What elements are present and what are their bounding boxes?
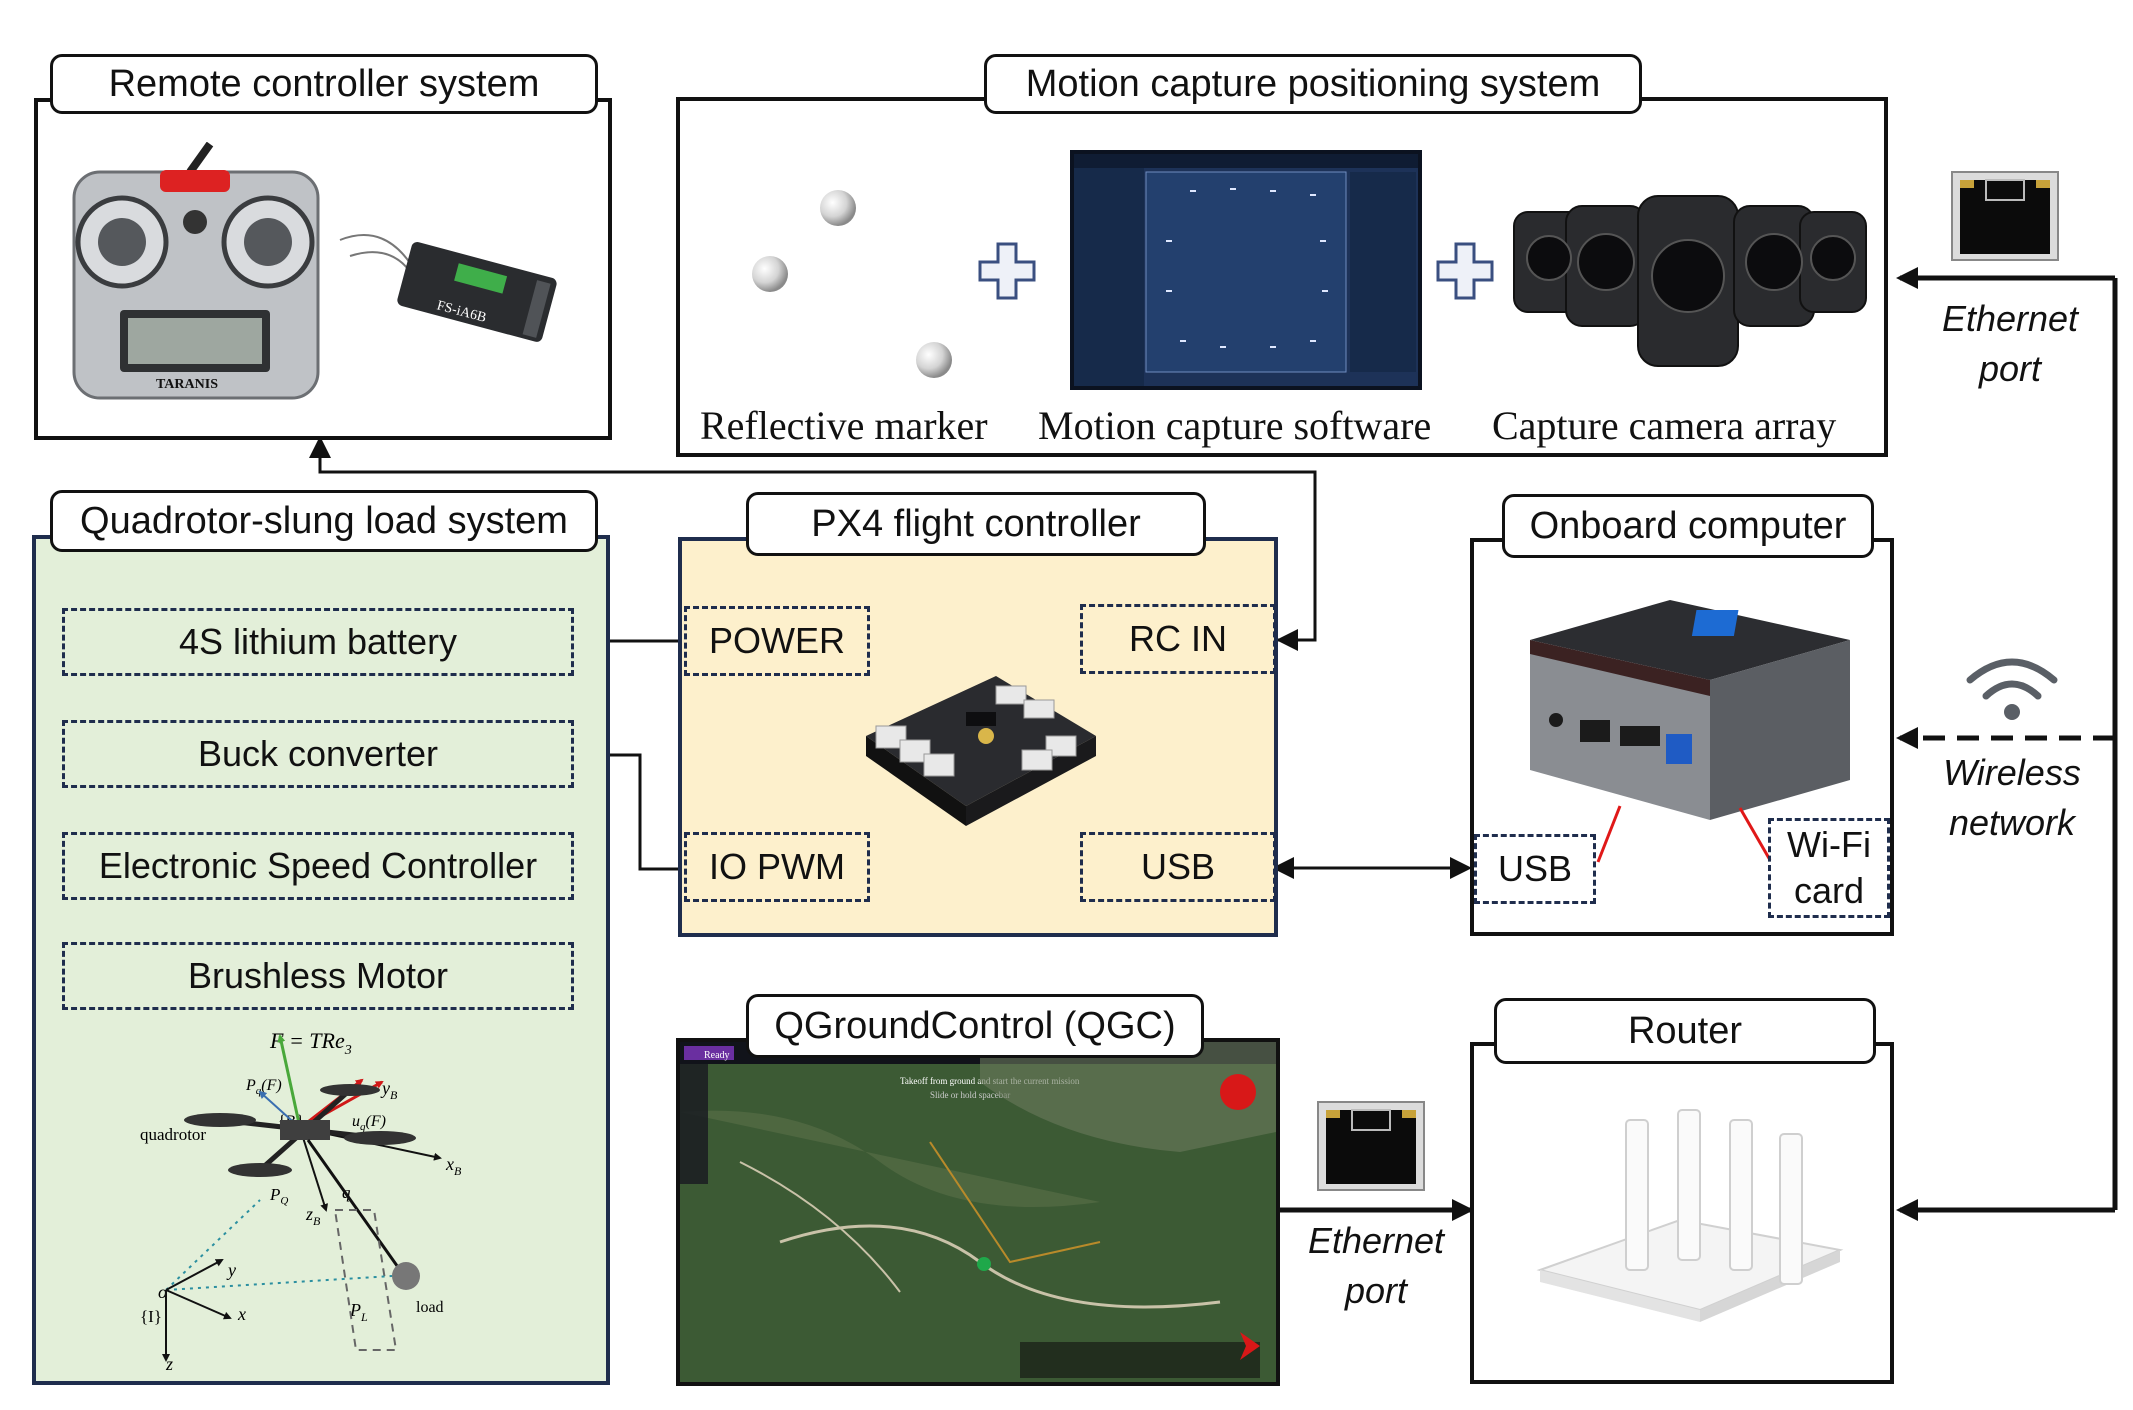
caption-mocap-software: Motion capture software [1038, 403, 1432, 448]
qgc-status: Ready [704, 1050, 730, 1061]
transmitter-brand: TARANIS [156, 377, 218, 392]
router-title: Router [1494, 998, 1876, 1064]
quadrotor-load-diagram: F = TRe3 Pq(F) uq(F) yB xB zB {B} quadro… [140, 1028, 462, 1374]
plus-icon [1436, 242, 1494, 300]
wifi-card-label: Wi-Fi card [1787, 824, 1871, 911]
reflective-marker-image [752, 190, 952, 378]
uq-label: uq(F) [352, 1113, 386, 1133]
pq-point-label: PQ [269, 1185, 288, 1207]
yb-label: yB [380, 1078, 398, 1102]
camera-array-image [1513, 195, 1867, 367]
caption-reflective-marker: Reflective marker [700, 403, 988, 448]
buck-converter-block: Buck converter [62, 720, 574, 788]
quadrotor-title: Quadrotor-slung load system [50, 490, 598, 552]
onboard-computer-title: Onboard computer [1502, 494, 1874, 558]
mocap-title: Motion capture positioning system [984, 54, 1642, 114]
mini-pc-image [1530, 600, 1850, 820]
quadrotor-panel [32, 535, 610, 1385]
qgc-map-image: Ready Takeoff from ground and start the … [680, 1042, 1276, 1382]
ethernet-port-label-bottom: Ethernet port [1307, 1220, 1445, 1311]
px4-port-io-pwm: IO PWM [684, 832, 870, 902]
px4-board-image [866, 676, 1096, 826]
zb-label: zB [305, 1204, 321, 1228]
px4-port-rc-in: RC IN [1080, 604, 1276, 674]
red-lead-lines [1596, 805, 1772, 863]
esc-block: Electronic Speed Controller [62, 832, 574, 900]
plus-icon [978, 242, 1036, 300]
remote-controller-title: Remote controller system [50, 54, 598, 114]
i-frame-label: {I} [140, 1307, 162, 1326]
origin-label: o [158, 1282, 167, 1302]
px4-title: PX4 flight controller [746, 492, 1206, 556]
x-label: x [237, 1304, 246, 1324]
onboard-usb-port: USB [1474, 834, 1596, 904]
qgc-banner-sub: Slide or hold spacebar [930, 1090, 1010, 1100]
receiver-image: FS-iA6B [339, 234, 557, 342]
wifi-icon [1966, 658, 2058, 720]
transmitter-image: TARANIS [72, 142, 320, 400]
brushless-motor-block: Brushless Motor [62, 942, 574, 1010]
wireless-network-label: Wireless network [1943, 752, 2081, 843]
caption-camera-array: Capture camera array [1492, 403, 1837, 448]
z-label: z [165, 1354, 173, 1374]
ethernet-port-label-right: Ethernet port [1941, 298, 2079, 389]
xb-label: xB [445, 1154, 462, 1178]
battery-block: 4S lithium battery [62, 608, 574, 676]
px4-port-power: POWER [684, 606, 870, 676]
px4-port-usb: USB [1080, 832, 1276, 902]
y-label: y [226, 1260, 236, 1280]
mocap-software-image [1070, 150, 1422, 390]
ethernet-port-icon [1951, 171, 2059, 261]
router-image [1536, 1109, 1844, 1322]
pl-label: PL [349, 1300, 368, 1324]
quadrotor-text: quadrotor [140, 1125, 206, 1144]
load-label: load [416, 1299, 444, 1316]
ethernet-port-icon [1317, 1101, 1425, 1191]
qgc-title: QGroundControl (QGC) [746, 994, 1204, 1058]
onboard-wifi-card: Wi-Fi card [1768, 818, 1890, 918]
